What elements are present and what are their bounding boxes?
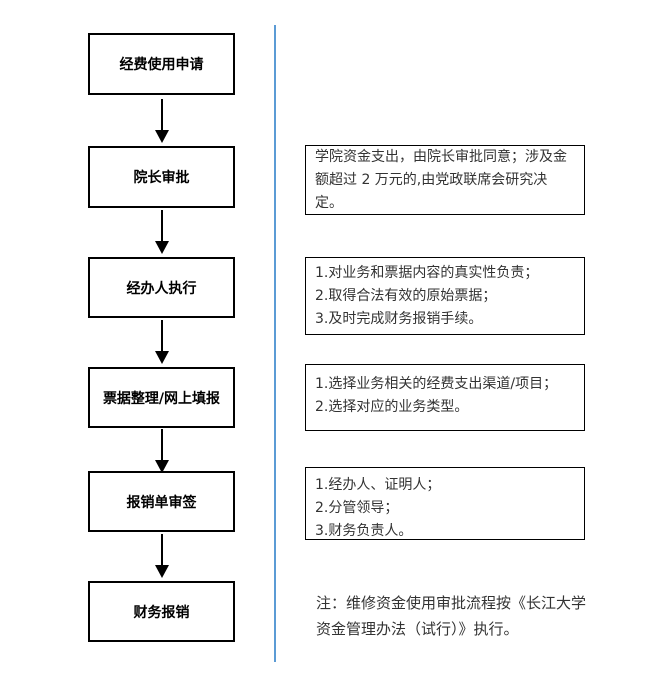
flow-node-financial-reimbursement: 财务报销: [88, 581, 235, 642]
annotation-box-signers: 1.经办人、证明人； 2.分管领导； 3.财务负责人。: [305, 467, 585, 540]
flow-node-expense-application: 经费使用申请: [88, 33, 235, 95]
annotation-box-filing-choices: 1.选择业务相关的经费支出渠道/项目； 2.选择对应的业务类型。: [305, 364, 585, 431]
flow-node-label: 票据整理/网上填报: [102, 390, 221, 407]
flow-node-label: 经办人执行: [126, 280, 197, 297]
down-arrow-icon: [155, 99, 169, 143]
annotation-text: 3.及时完成财务报销手续。: [315, 311, 483, 327]
down-arrow-icon: [155, 320, 169, 364]
flow-node-dean-approval: 院长审批: [88, 146, 235, 208]
annotation-box-handler-duties: 1.对业务和票据内容的真实性负责； 2.取得合法有效的原始票据； 3.及时完成财…: [305, 257, 585, 335]
annotation-text: 学院资金支出，由院长审批同意；涉及金额超过 2 万元的,由党政联席会研究决定。: [315, 148, 567, 211]
flow-node-label: 报销单审签: [126, 494, 197, 511]
flow-node-label: 院长审批: [133, 170, 190, 186]
down-arrow-icon: [155, 534, 169, 578]
annotation-text: 3.财务负责人。: [315, 523, 413, 539]
annotation-text: 2.选择对应的业务类型。: [315, 399, 469, 415]
flow-node-handler-execution: 经办人执行: [88, 257, 235, 318]
annotation-box-dean-approval: 学院资金支出，由院长审批同意；涉及金额超过 2 万元的,由党政联席会研究决定。: [305, 145, 585, 215]
flow-node-label: 财务报销: [133, 604, 190, 621]
flow-node-label: 经费使用申请: [119, 57, 204, 73]
flow-node-bill-sorting-online-filing: 票据整理/网上填报: [88, 367, 235, 428]
down-arrow-icon: [155, 210, 169, 254]
annotation-text: 2.分管领导；: [315, 500, 399, 516]
annotation-text: 2.取得合法有效的原始票据；: [315, 288, 497, 304]
down-arrow-icon: [155, 429, 169, 473]
annotation-text: 1.选择业务相关的经费支出渠道/项目；: [315, 376, 558, 392]
annotation-text: 1.对业务和票据内容的真实性负责；: [315, 265, 539, 281]
vertical-divider: [274, 25, 276, 662]
footnote-text: 注：维修资金使用审批流程按《长江大学资金管理办法（试行）》执行。: [316, 594, 587, 638]
flow-node-reimbursement-form-signing: 报销单审签: [88, 471, 235, 532]
annotation-text: 1.经办人、证明人；: [315, 477, 441, 493]
